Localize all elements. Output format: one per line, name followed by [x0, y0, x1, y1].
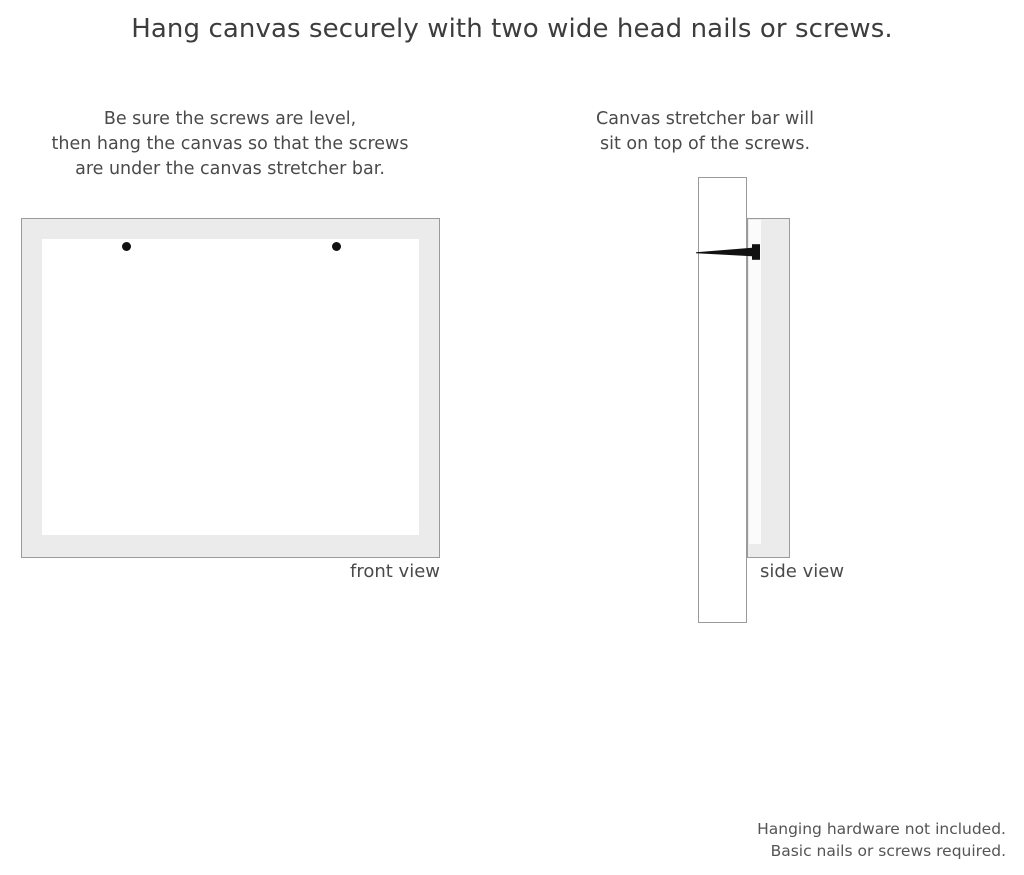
footer-disclaimer: Hanging hardware not included. Basic nai… [757, 818, 1006, 862]
screw-head-dot-left [122, 242, 131, 251]
canvas-slab-face [749, 220, 761, 544]
screw-head-dot-right [332, 242, 341, 251]
caption-line: are under the canvas stretcher bar. [75, 159, 385, 179]
front-view-diagram [21, 218, 440, 558]
caption-line: sit on top of the screws. [599, 134, 811, 154]
front-view-label: front view [350, 561, 440, 582]
page-title: Hang canvas securely with two wide head … [131, 14, 893, 44]
footer-line: Hanging hardware not included. [757, 820, 1006, 838]
side-view-label: side view [760, 561, 845, 582]
caption-line: then hang the canvas so that the screws [51, 134, 409, 154]
caption-line: Be sure the screws are level, [103, 109, 357, 129]
screw-side-profile [696, 241, 772, 263]
caption-line: Canvas stretcher bar will [596, 109, 814, 129]
screw-icon [696, 244, 760, 260]
side-view-caption: Canvas stretcher bar will sit on top of … [575, 107, 835, 157]
canvas-stretcher-bar-edge [747, 218, 790, 558]
front-view-caption: Be sure the screws are level, then hang … [10, 107, 450, 182]
canvas-frame-inner-panel [42, 239, 419, 535]
canvas-frame-outer [21, 218, 440, 558]
side-view-diagram [690, 165, 890, 635]
footer-line: Basic nails or screws required. [770, 842, 1006, 860]
